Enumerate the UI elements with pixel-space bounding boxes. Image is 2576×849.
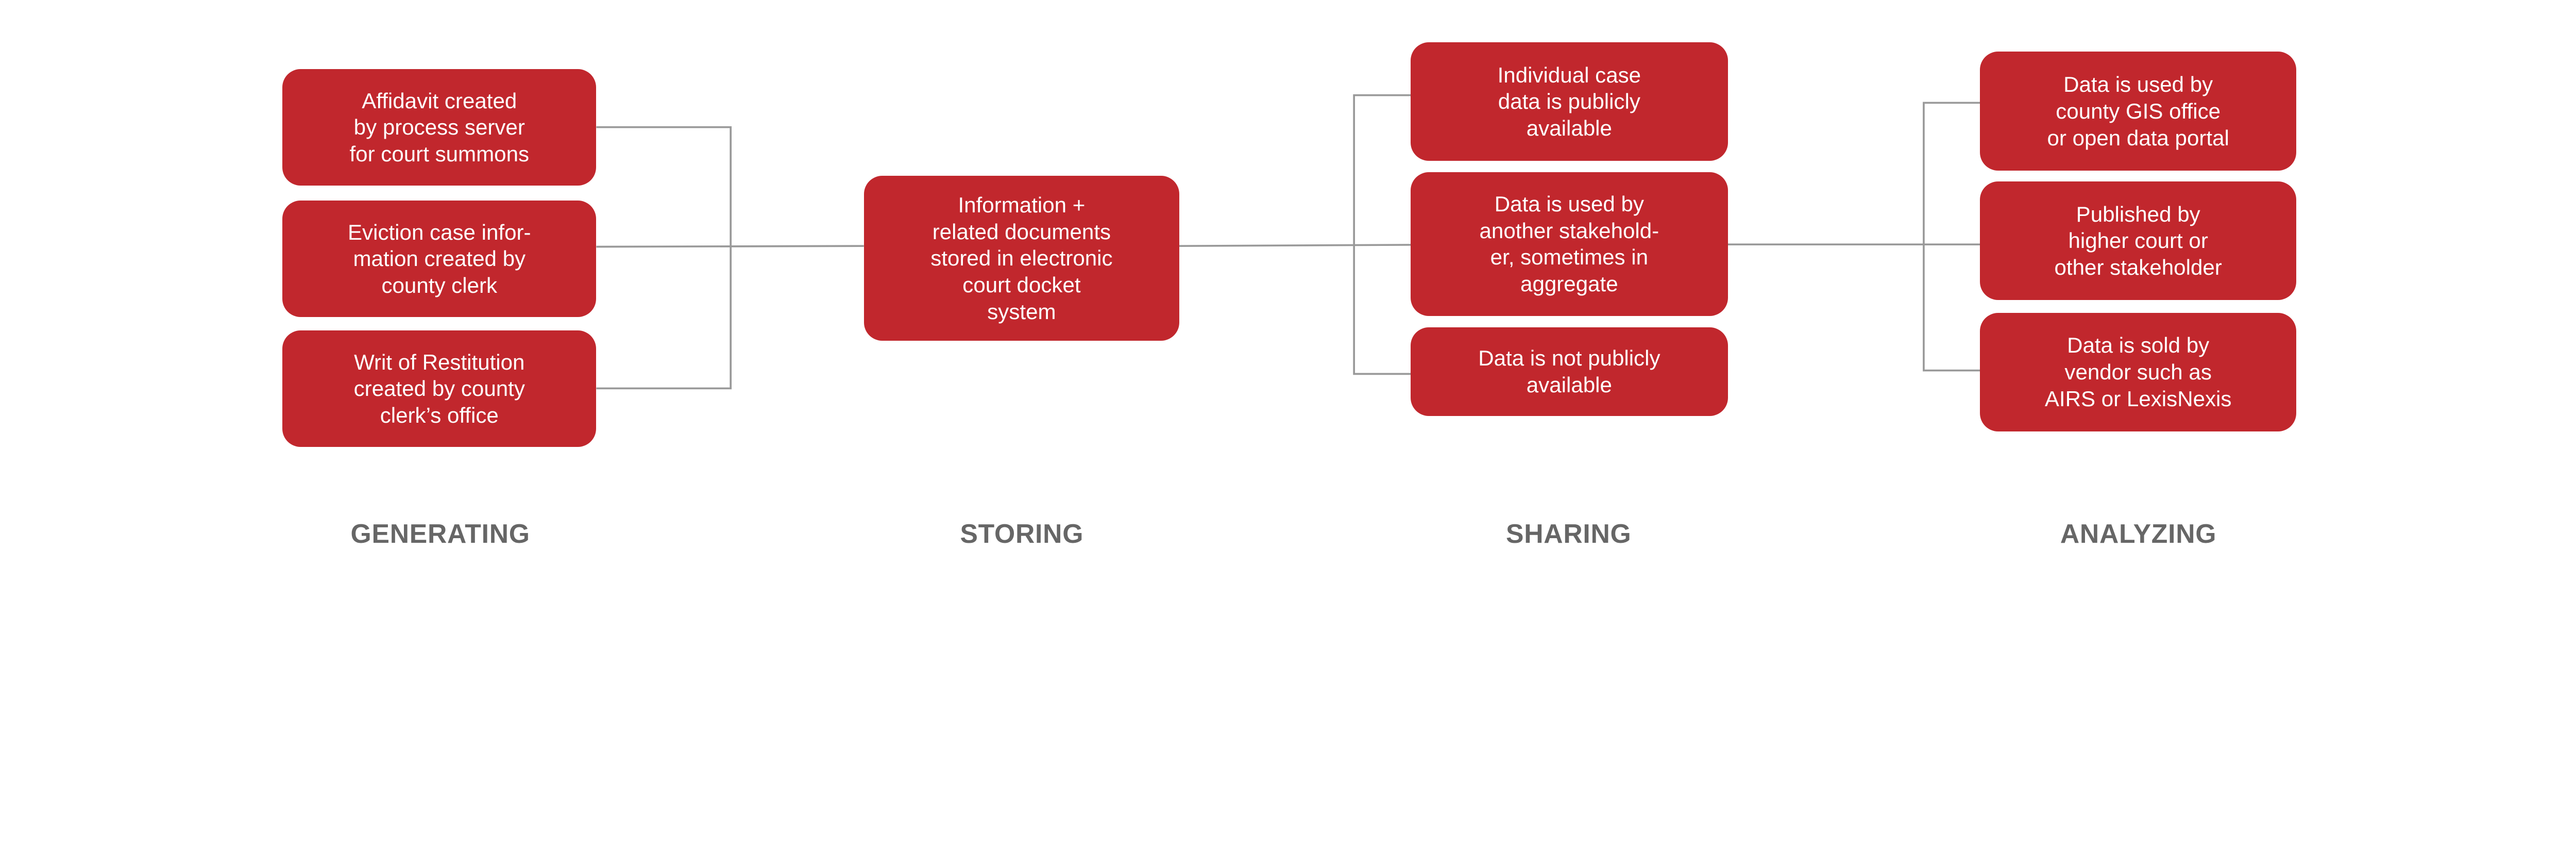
connector-generating-1 — [596, 126, 732, 390]
connector-sharing-bracket — [1353, 94, 1411, 375]
box-text: Individual case data is publicly availab… — [1497, 62, 1641, 141]
box-text: Data is not publicly available — [1478, 346, 1660, 397]
analyzing-box-published: Published by higher court or other stake… — [1980, 181, 2297, 301]
storing-box-docket-system: Information + related documents stored i… — [863, 176, 1180, 341]
box-text: Information + related documents stored i… — [930, 192, 1113, 324]
box-text: Published by higher court or other stake… — [2054, 202, 2222, 280]
box-text: Eviction case infor- mation created by c… — [347, 220, 531, 298]
box-text: Affidavit created by process server for … — [349, 88, 530, 166]
box-text: Data is used by county GIS office or ope… — [2047, 72, 2229, 150]
sharing-box-not-public: Data is not publicly available — [1411, 327, 1728, 417]
analyzing-box-vendor: Data is sold by vendor such as AIRS or L… — [1980, 313, 2297, 431]
box-text: Writ of Restitution created by county cl… — [353, 349, 525, 428]
stage-label-storing: STORING — [960, 518, 1084, 548]
connector-analyzing-bracket — [1923, 102, 1980, 372]
connector-storing-sharing — [1179, 244, 1411, 247]
stage-label-generating: GENERATING — [350, 518, 530, 548]
generating-box-eviction-case: Eviction case infor- mation created by c… — [282, 201, 597, 318]
sharing-box-stakeholder: Data is used by another stakehold- er, s… — [1411, 172, 1728, 317]
box-text: Data is sold by vendor such as AIRS or L… — [2044, 333, 2232, 411]
analyzing-box-gis: Data is used by county GIS office or ope… — [1980, 52, 2297, 171]
stage-label-analyzing: ANALYZING — [2060, 518, 2217, 548]
connector-lines — [596, 94, 1980, 390]
sharing-box-public: Individual case data is publicly availab… — [1411, 42, 1728, 161]
stage-label-sharing: SHARING — [1505, 518, 1632, 548]
generating-box-writ: Writ of Restitution created by county cl… — [282, 330, 597, 447]
box-text: Data is used by another stakehold- er, s… — [1479, 192, 1659, 296]
generating-box-affidavit: Affidavit created by process server for … — [282, 69, 597, 186]
